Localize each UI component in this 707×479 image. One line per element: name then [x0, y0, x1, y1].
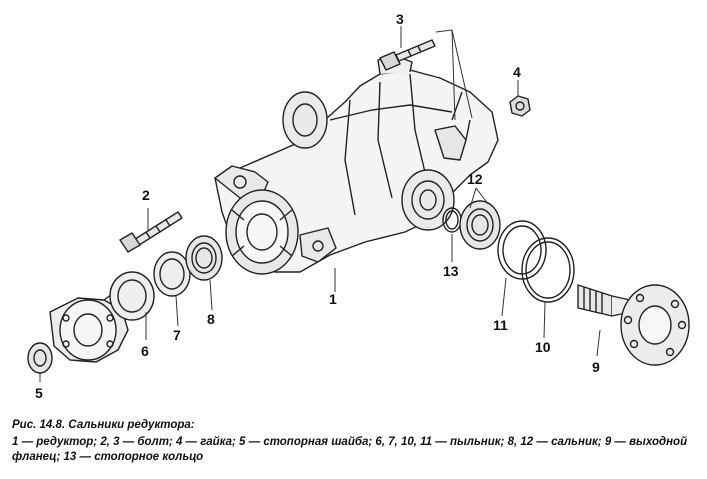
figure-legend: 1 — редуктор; 2, 3 — болт; 4 — гайка; 5 …	[12, 436, 688, 463]
callout-3: 3	[396, 11, 404, 27]
dust-boot-part-7	[153, 251, 191, 297]
lock-washer-part	[27, 342, 53, 374]
differential-housing-part	[214, 55, 499, 275]
bolt-part	[119, 211, 183, 253]
callout-2: 2	[142, 187, 150, 203]
exploded-diagram: 1 2 3 4 5 6 7 8 9 10 11 12 13	[27, 11, 690, 401]
leader-lines	[39, 26, 601, 382]
callout-8: 8	[207, 311, 215, 327]
output-flange-left	[49, 279, 153, 363]
callout-13: 13	[443, 263, 459, 279]
retaining-ring-part	[442, 207, 462, 233]
dust-boot-part-10	[521, 237, 575, 303]
figure-title: Рис. 14.8. Сальники редуктора:	[12, 419, 195, 431]
dust-boot-part-6	[109, 271, 155, 321]
callout-10: 10	[535, 339, 551, 355]
callout-1: 1	[329, 291, 337, 307]
callout-7: 7	[173, 327, 181, 343]
callout-6: 6	[141, 343, 149, 359]
callout-4: 4	[513, 64, 521, 80]
callout-12: 12	[467, 171, 483, 187]
output-flange-part	[577, 284, 690, 366]
nut-part	[509, 95, 531, 117]
callout-5: 5	[35, 385, 43, 401]
callout-9: 9	[592, 359, 600, 375]
seal-part-8	[185, 235, 223, 281]
seal-part-12	[459, 200, 501, 250]
callout-11: 11	[493, 317, 508, 333]
figure-caption: Рис. 14.8. Сальники редуктора: 1 — редук…	[12, 418, 700, 465]
bolt-part-top	[379, 39, 436, 71]
callout-labels: 1 2 3 4 5 6 7 8 9 10 11 12 13	[35, 11, 600, 401]
